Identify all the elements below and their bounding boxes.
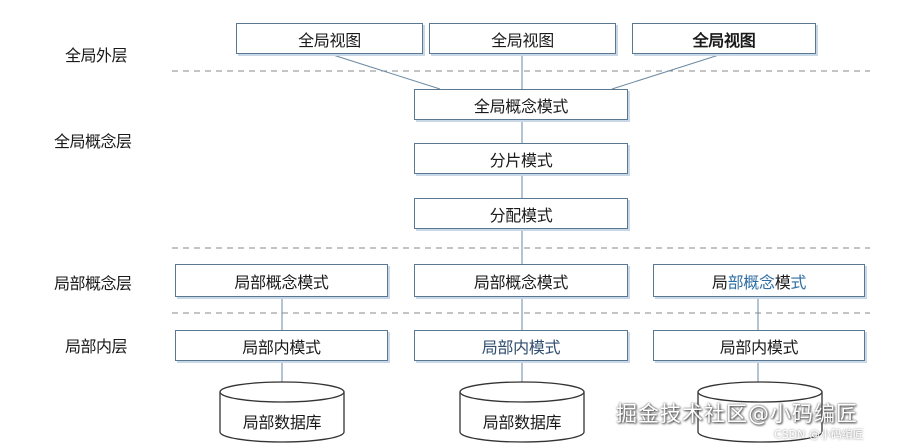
local-conceptual-schema-label-1: 局部概念模式 bbox=[234, 272, 329, 292]
local-internal-schema-label-2: 局部内模式 bbox=[481, 337, 561, 357]
local-conceptual-schema-box-1: 局部概念模式 bbox=[175, 264, 388, 297]
fragmentation-schema-box: 分片模式 bbox=[414, 143, 628, 174]
watermark-subtext: CSDN @小码编匠 bbox=[774, 428, 864, 441]
line-view1-to-gcs bbox=[329, 53, 441, 90]
lcs3-part-3: 模 bbox=[774, 272, 791, 292]
global-view-label-2: 全局视图 bbox=[491, 30, 554, 50]
local-conceptual-schema-label-3: 局部概念模式 bbox=[711, 269, 807, 293]
local-conceptual-schema-box-3: 局部概念模式 bbox=[653, 264, 865, 297]
global-conceptual-schema-label: 全局概念模式 bbox=[473, 96, 569, 116]
global-view-box-3: 全局视图 bbox=[632, 23, 816, 54]
local-database-label-1: 局部数据库 bbox=[242, 413, 322, 432]
database-cylinder-1 bbox=[219, 381, 345, 443]
local-internal-schema-box-3: 局部内模式 bbox=[653, 330, 865, 361]
local-database-label-2: 局部数据库 bbox=[482, 413, 562, 432]
lcs3-part-2: 部概念 bbox=[727, 272, 775, 292]
line-view3-to-gcs bbox=[611, 53, 723, 90]
database-cylinder-2 bbox=[459, 381, 585, 443]
global-view-box-2: 全局视图 bbox=[429, 23, 616, 54]
allocation-schema-box: 分配模式 bbox=[414, 198, 628, 229]
layer-label-local-internal: 局部内层 bbox=[65, 337, 128, 356]
global-conceptual-schema-box: 全局概念模式 bbox=[414, 89, 628, 120]
local-conceptual-schema-label-2: 局部概念模式 bbox=[473, 272, 569, 292]
layer-label-global-conceptual: 全局概念层 bbox=[54, 132, 132, 151]
local-internal-schema-box-2: 局部内模式 bbox=[414, 330, 628, 361]
local-conceptual-schema-box-2: 局部概念模式 bbox=[414, 264, 628, 297]
fragmentation-schema-label: 分片模式 bbox=[489, 150, 553, 170]
global-view-box-1: 全局视图 bbox=[236, 23, 423, 54]
global-view-label-3: 全局视图 bbox=[692, 30, 756, 50]
allocation-schema-label: 分配模式 bbox=[489, 205, 553, 225]
global-view-label-1: 全局视图 bbox=[298, 30, 361, 50]
database-cylinder-3 bbox=[697, 381, 823, 443]
local-internal-schema-box-1: 局部内模式 bbox=[175, 330, 388, 361]
local-internal-schema-label-1: 局部内模式 bbox=[242, 337, 321, 357]
local-internal-schema-label-3: 局部内模式 bbox=[719, 337, 799, 357]
lcs3-part-1: 局 bbox=[711, 272, 728, 292]
lcs3-part-4: 式 bbox=[790, 272, 807, 292]
layer-label-global-external: 全局外层 bbox=[65, 46, 128, 65]
watermark-text: 掘金技术社区@小码编匠 bbox=[616, 402, 858, 426]
layer-label-local-conceptual: 局部概念层 bbox=[54, 274, 132, 293]
